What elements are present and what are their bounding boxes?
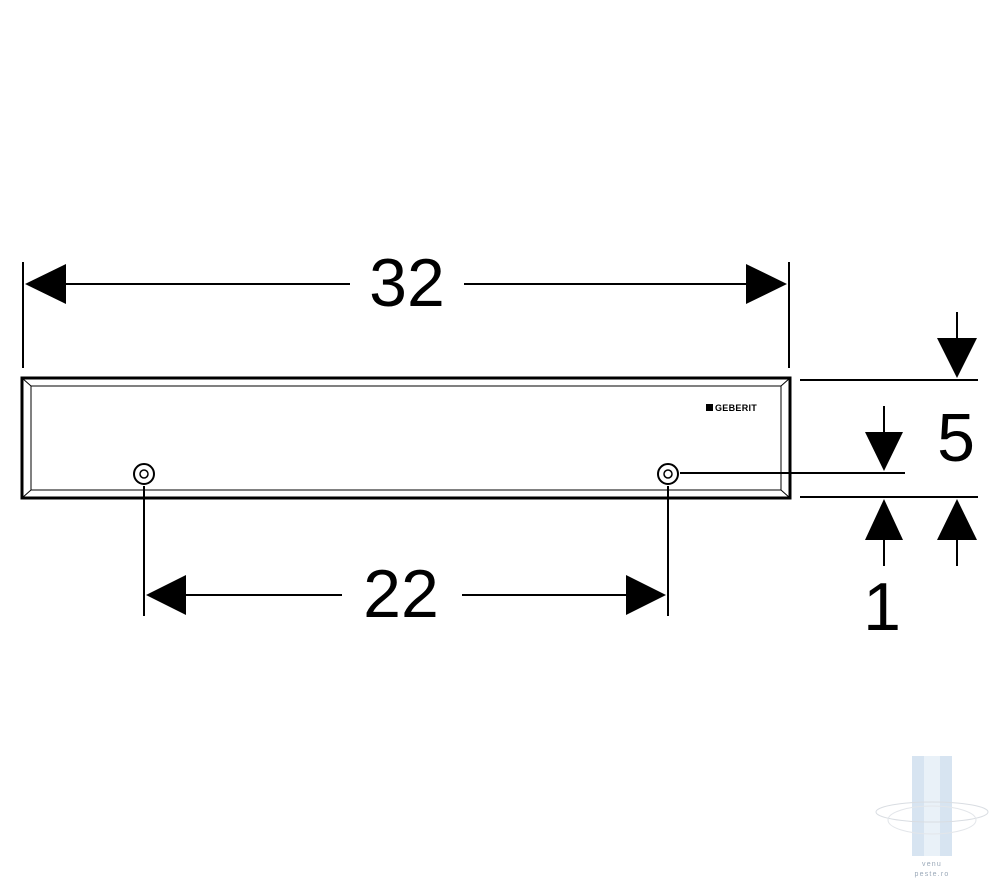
dimension-screw-offset: 1: [680, 406, 905, 645]
screw-hole-right: [657, 463, 679, 485]
arrowhead-left: [146, 575, 186, 615]
cover-plate: GEBERIT: [20, 376, 792, 500]
arrowhead-up: [937, 499, 977, 540]
watermark-text-line2: peste.ro: [915, 871, 950, 878]
arrowhead-right: [626, 575, 666, 615]
dimension-overall-width: 32: [22, 245, 790, 368]
arrowhead-down: [865, 432, 903, 471]
dimension-label-screw-spacing: 22: [363, 556, 439, 632]
brand-logo-text: GEBERIT: [715, 403, 757, 413]
watermark-logo: venu peste.ro: [875, 756, 989, 878]
dimension-label-height: 5: [937, 400, 975, 476]
arrowhead-left: [25, 264, 66, 304]
watermark-swirl-icon: [875, 801, 989, 823]
dimension-height: 5: [800, 312, 978, 566]
arrowhead-down: [937, 338, 977, 378]
bevel-corner-bl: [21, 489, 32, 499]
dimension-label-overall-width: 32: [369, 245, 445, 321]
watermark-text-line1: venu: [922, 861, 942, 868]
dimension-screw-spacing: 22: [143, 486, 669, 632]
bevel-corner-br: [780, 489, 791, 499]
arrowhead-up: [865, 499, 903, 540]
arrowhead-right: [746, 264, 787, 304]
plate-bevel: [30, 385, 782, 491]
dimension-label-screw-offset: 1: [863, 569, 901, 645]
bevel-corner-tl: [21, 377, 32, 387]
brand-logo-square-icon: [706, 404, 713, 411]
bevel-corner-tr: [780, 377, 791, 387]
screw-hole-left: [133, 463, 155, 485]
